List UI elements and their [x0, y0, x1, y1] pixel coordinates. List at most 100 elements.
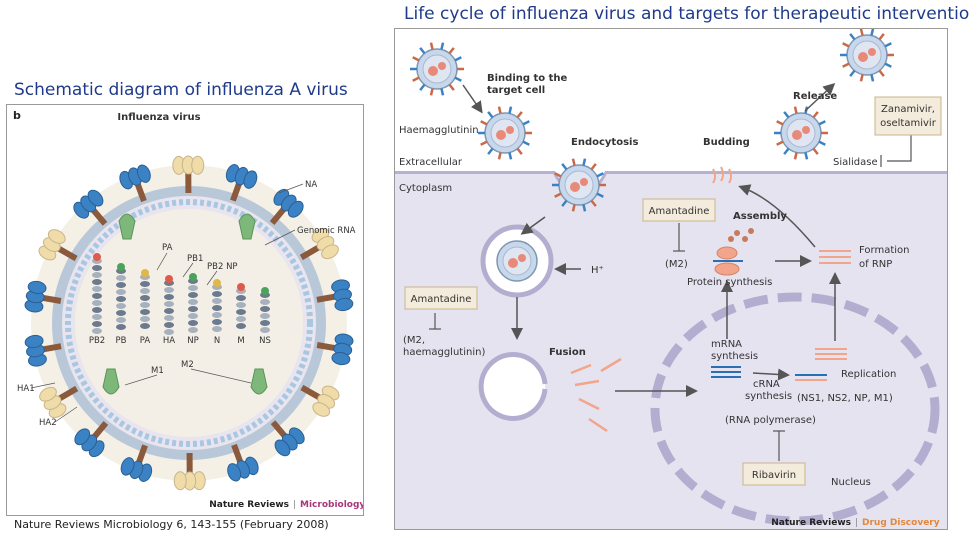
virion-spike [509, 152, 511, 159]
segment-label: NP [187, 336, 198, 346]
nucleoprotein-unit [236, 295, 246, 301]
virion-spike [455, 57, 461, 60]
virion-spike [819, 121, 825, 124]
virion-spike [488, 112, 492, 117]
nucleoprotein-unit [116, 303, 126, 309]
label-sialidase: Sialidase [833, 157, 878, 168]
citation: Nature Reviews Microbiology 6, 143-155 (… [14, 518, 329, 531]
virus-schematic-panel: b Influenza virus PB2 PB PA HA NP N M NS [6, 104, 364, 516]
polymerase-complex [165, 275, 173, 283]
nucleoprotein-unit [140, 323, 150, 329]
nucleoprotein-unit [140, 281, 150, 287]
nucleoprotein-unit [188, 292, 198, 298]
nucleoprotein-unit [260, 320, 270, 326]
panel-letter: b [13, 109, 21, 122]
virion-spike [449, 48, 453, 53]
virion-spike [509, 107, 511, 114]
virion-spike [420, 85, 424, 90]
label-extracellular: Extracellular [399, 157, 463, 168]
virion-spike [413, 78, 419, 81]
virion-spike [850, 34, 854, 39]
journal-name: Nature Reviews [771, 518, 851, 528]
virion-spike [843, 43, 849, 46]
nucleoprotein-unit [140, 295, 150, 301]
polymerase-complex [261, 287, 269, 295]
left-figure-title: Schematic diagram of influenza A virus [14, 80, 348, 100]
polymerase-complex [141, 269, 149, 277]
virion-spike [777, 142, 783, 145]
nucleoprotein-unit [116, 324, 126, 330]
label-release: Release [793, 91, 837, 102]
nucleoprotein-unit [188, 306, 198, 312]
drug-zanamivir: Zanamivir, [881, 104, 935, 115]
segment-label: N [214, 336, 220, 346]
endosome-virus [497, 241, 537, 281]
journal-separator: | [293, 500, 296, 510]
nucleoprotein-unit [260, 299, 270, 305]
nucleoprotein-unit [92, 272, 102, 278]
drug-ribavirin: Ribavirin [752, 470, 796, 481]
label-ha1: HA1 [17, 384, 35, 394]
drug-amantadine-left: Amantadine [411, 294, 472, 305]
arrow-binding [463, 85, 481, 111]
polymerase-complex [93, 253, 101, 261]
nucleoprotein-unit [236, 323, 246, 329]
nucleoprotein-unit [260, 327, 270, 333]
nucleoprotein-unit [188, 327, 198, 333]
virion-spike [499, 152, 501, 159]
label-rna-pol: (RNA polymerase) [725, 415, 816, 426]
virion-spike [843, 64, 849, 67]
nucleoprotein-unit [212, 319, 222, 325]
journal-section: Microbiology [300, 500, 363, 510]
label-m2-haem-2: haemagglutinin) [403, 347, 485, 358]
nucleoprotein-unit [116, 289, 126, 295]
segment-label: HA [163, 336, 175, 346]
segment-label: PB2 [89, 336, 105, 346]
lifecycle-svg: Zanamivir, oseltamivir Amantadine Amanta… [395, 29, 947, 529]
virion [781, 113, 821, 153]
segment-label: NS [259, 336, 271, 346]
nucleoprotein-unit [236, 316, 246, 322]
drug-box-zanamivir [875, 97, 941, 135]
glycoprotein-stalk [43, 298, 61, 301]
virion-spike [420, 48, 424, 53]
segment-label: PB [116, 336, 127, 346]
virion-spike [795, 152, 797, 159]
virion-spike [850, 71, 854, 76]
inhibit-sialidase [887, 133, 911, 161]
label-budding: Budding [703, 137, 750, 148]
virion [417, 49, 457, 89]
segment-label: PA [140, 336, 151, 346]
nucleoprotein-unit [92, 314, 102, 320]
virion-spike [488, 149, 492, 154]
journal-separator: | [855, 518, 858, 528]
nucleoprotein-unit [212, 326, 222, 332]
label-crna-2: synthesis [745, 391, 792, 402]
virion [847, 35, 887, 75]
nucleoprotein-unit [92, 279, 102, 285]
polymerase-complex [117, 263, 125, 271]
label-ns: (NS1, NS2, NP, M1) [797, 393, 893, 404]
label-na: NA [305, 180, 317, 190]
label-m1: M1 [151, 366, 164, 376]
label-fusion: Fusion [549, 347, 586, 358]
journal-name: Nature Reviews [209, 500, 289, 510]
label-m2-haem: (M2, [403, 335, 425, 346]
virion-spike [885, 43, 891, 46]
virion-spike [431, 43, 433, 50]
virion-spike [795, 107, 797, 114]
virion-spike [523, 121, 529, 124]
lifecycle-panel: Zanamivir, oseltamivir Amantadine Amanta… [394, 28, 948, 530]
nucleoprotein-unit [164, 301, 174, 307]
label-ha2: HA2 [39, 418, 57, 428]
nucleoprotein-unit [92, 265, 102, 271]
label-cytoplasm: Cytoplasm [399, 183, 452, 194]
virion [559, 165, 599, 205]
virion-spike [455, 78, 461, 81]
panel-heading: Influenza virus [117, 112, 200, 123]
nucleoprotein-unit [236, 302, 246, 308]
virion-spike [583, 159, 585, 166]
virion-spike [583, 204, 585, 211]
nucleoprotein-unit [92, 286, 102, 292]
virion-spike [441, 88, 443, 95]
